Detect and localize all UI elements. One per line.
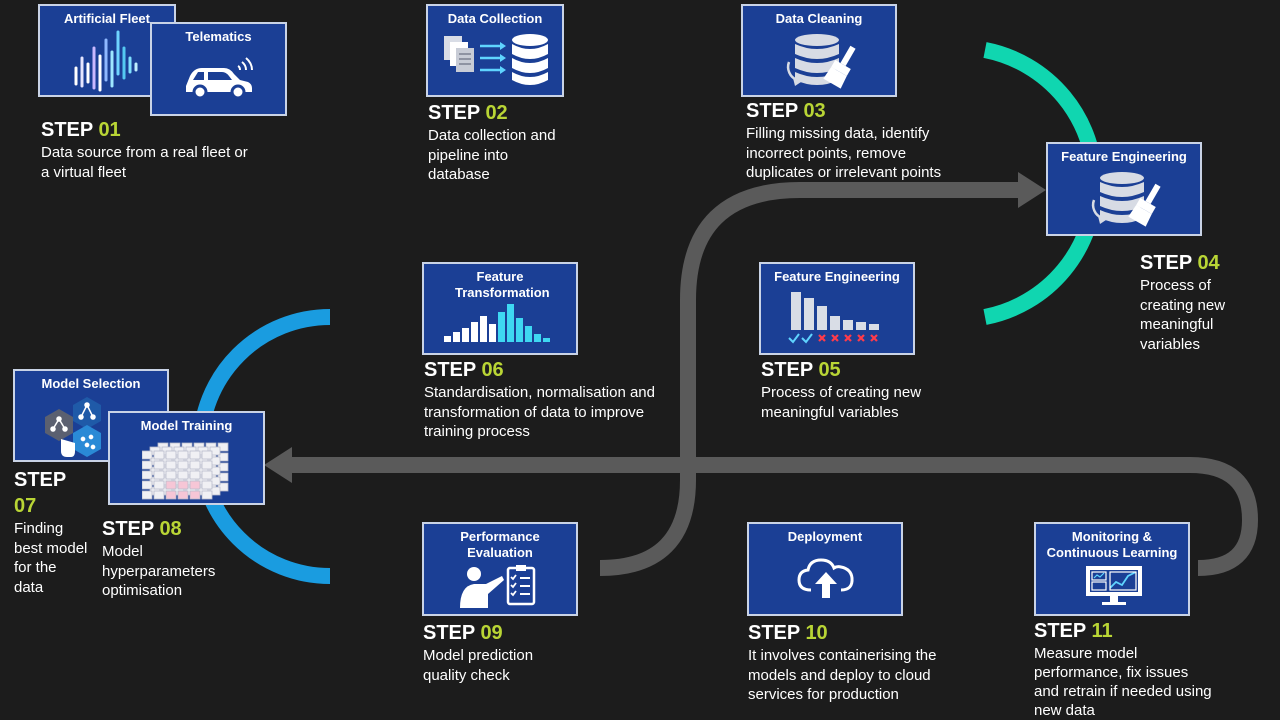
- card-title: Performance Evaluation: [460, 529, 540, 560]
- card-deployment: Deployment: [747, 522, 903, 616]
- feedback-arrow-upper-head: [1018, 172, 1046, 208]
- card-title: Telematics: [185, 29, 252, 44]
- database-brush-icon: [1091, 172, 1161, 227]
- step-10-label: STEP 10: [748, 622, 828, 644]
- documents-to-database-icon: [444, 34, 548, 85]
- card-title: Model Training: [140, 418, 233, 433]
- card-data-cleaning: Data Cleaning: [741, 4, 897, 97]
- card-title: Feature Engineering: [1061, 149, 1187, 164]
- presenter-checklist-icon: [460, 565, 536, 608]
- bar-cluster-icon: [74, 30, 138, 92]
- card-feature-transformation: Feature Transformation: [422, 262, 578, 355]
- card-data-collection: Data Collection: [426, 4, 564, 97]
- card-title: Model Selection: [41, 376, 141, 391]
- bar-chart-icon: [444, 304, 550, 342]
- step-03-label: STEP 03: [746, 100, 826, 122]
- step-09-label: STEP 09: [423, 622, 503, 644]
- card-performance-evaluation: Performance Evaluation: [422, 522, 578, 616]
- cube-grid-icon: [142, 442, 229, 500]
- step-11-label: STEP 11: [1034, 620, 1113, 642]
- monitor-dashboard-icon: [1086, 566, 1142, 605]
- card-telematics: Telematics: [150, 22, 287, 116]
- step-08-label: STEP 08: [102, 518, 182, 540]
- card-title: Artificial Fleet: [64, 11, 150, 26]
- step-05-label: STEP 05: [761, 359, 841, 381]
- card-title: Data Collection: [447, 11, 543, 26]
- step-01-label: STEP 01: [41, 119, 121, 141]
- card-title: Feature Transformation: [455, 269, 550, 300]
- feedback-arrow-lower-head: [264, 447, 292, 483]
- card-feature-engineering-mid: Feature Engineering: [759, 262, 915, 355]
- database-brush-icon: [786, 34, 856, 89]
- card-model-training: Model Training: [108, 411, 265, 505]
- card-title: Data Cleaning: [775, 11, 863, 26]
- connected-car-icon: [186, 57, 253, 100]
- card-title: Feature Engineering: [774, 269, 900, 284]
- cloud-upload-icon: [797, 558, 854, 598]
- step-06-label: STEP 06: [424, 359, 504, 381]
- card-monitoring: Monitoring & Continuous Learning: [1034, 522, 1190, 616]
- step-02-label: STEP 02: [428, 102, 508, 124]
- feedback-arrow-lower: [292, 457, 1259, 576]
- feedback-arrow-upper: [599, 182, 1018, 576]
- card-title: Deployment: [787, 529, 863, 544]
- card-feature-engineering-right: Feature Engineering: [1046, 142, 1202, 236]
- network-hexagons-icon: [45, 397, 101, 457]
- card-title: Monitoring & Continuous Learning: [1046, 529, 1178, 560]
- feature-selection-chart-icon: [788, 292, 879, 344]
- step-04-label: STEP 04: [1140, 252, 1220, 274]
